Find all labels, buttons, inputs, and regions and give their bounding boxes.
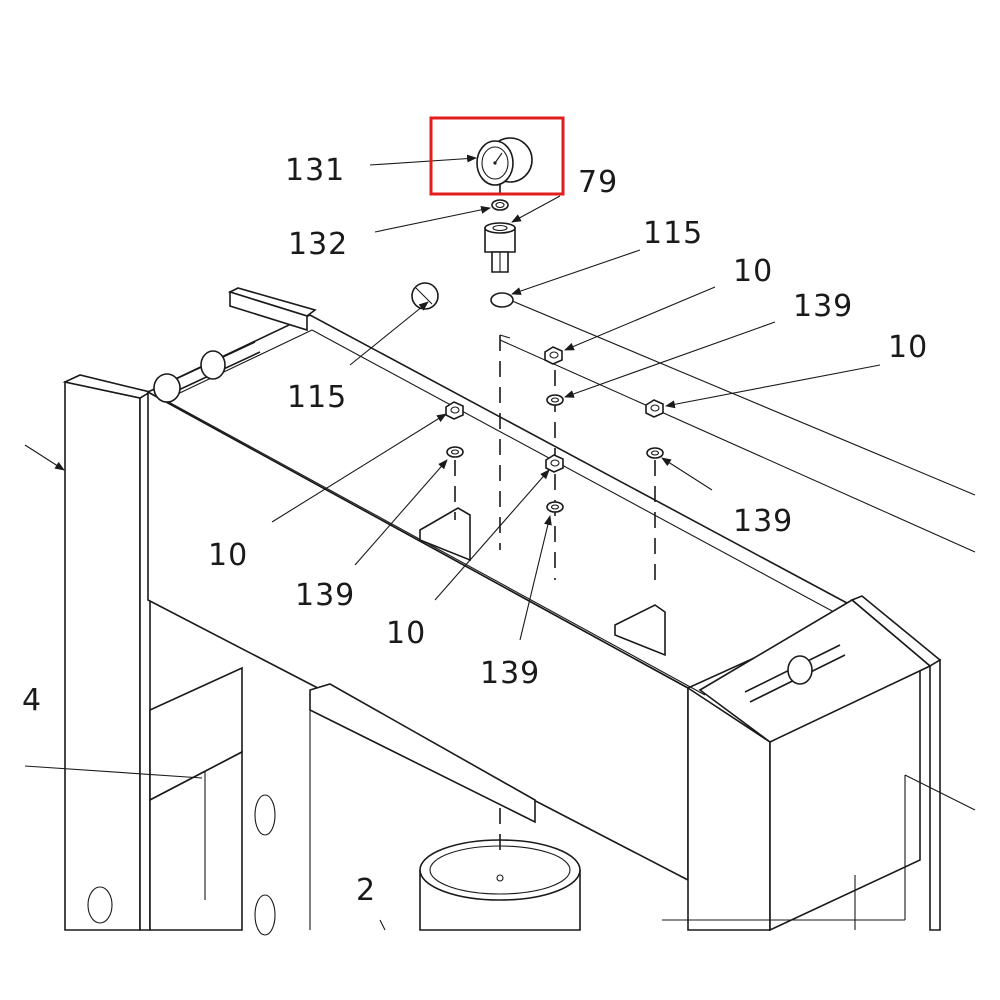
callout-139-center: 139 [480, 656, 540, 691]
hydraulic-cylinder [419, 839, 581, 931]
pressure-gauge [476, 137, 533, 186]
flat-washers [446, 394, 664, 513]
brace-left [419, 507, 471, 562]
callout-labels: 131 79 132 115 115 10 139 10 10 139 139 … [22, 153, 928, 908]
washer-3 [646, 447, 664, 459]
leader-lines [24, 154, 881, 931]
callout-79: 79 [578, 165, 618, 200]
callout-139-upper-right: 139 [793, 289, 853, 324]
frame-hole-1 [254, 794, 276, 836]
press-frame [62, 287, 976, 936]
highlight-box-gauge [429, 116, 565, 196]
washer-2 [446, 446, 464, 458]
callout-131: 131 [285, 153, 345, 188]
callout-139-right: 139 [733, 504, 793, 539]
callout-132: 132 [288, 227, 348, 262]
frame-hole-2 [254, 894, 276, 936]
hex-nut-4 [545, 454, 564, 473]
frame-hole-3 [87, 886, 113, 924]
brace-right [614, 604, 666, 657]
gauge-adapter-fitting [484, 222, 516, 273]
washer-1 [546, 394, 564, 406]
callout-115-top: 115 [643, 216, 703, 251]
callout-139-left: 139 [295, 578, 355, 613]
callout-10-far-right: 10 [888, 330, 928, 365]
hex-nut-1 [544, 346, 563, 365]
hex-nuts [445, 346, 664, 473]
callout-2: 2 [356, 873, 376, 908]
left-upright-front [64, 381, 141, 931]
hex-nut-3 [645, 399, 664, 418]
callout-10-center: 10 [386, 616, 426, 651]
hex-nut-2 [445, 401, 464, 420]
right-pin-assembly [744, 644, 846, 703]
gauge-seal-washer [491, 199, 509, 211]
callout-115-left: 115 [287, 380, 347, 415]
callout-10-left: 10 [208, 538, 248, 573]
retaining-ring-right [490, 292, 514, 308]
callout-10-upper-right: 10 [733, 254, 773, 289]
left-pin-assembly [153, 341, 261, 403]
callout-4: 4 [22, 683, 42, 718]
washer-4 [546, 501, 564, 513]
